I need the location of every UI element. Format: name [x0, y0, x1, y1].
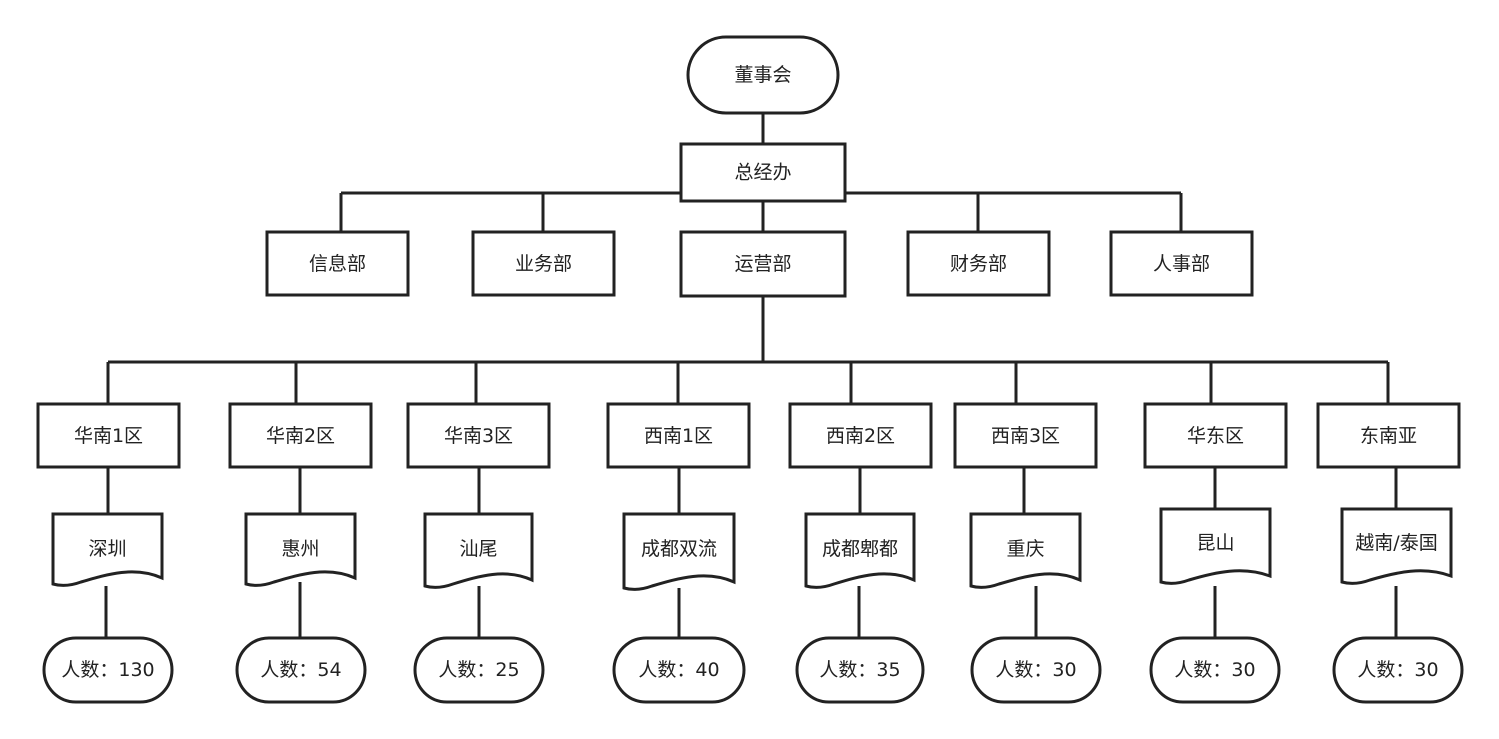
headcount-label: 人数：30: [995, 659, 1076, 681]
board-label: 董事会: [734, 64, 791, 86]
region-node: 华南2区: [228, 402, 373, 469]
headcount-row: 人数：130 人数：54 人数：25 人数：40 人数：35 人数：30 人数：…: [42, 636, 1464, 704]
site-label: 昆山: [1196, 532, 1234, 554]
document-shape: [423, 512, 534, 589]
region-node-shape: [36, 402, 181, 469]
headcount-node-shape: [1332, 636, 1464, 704]
dept-label: 业务部: [515, 253, 572, 275]
document-shape: [1340, 507, 1453, 585]
region-label: 西南3区: [991, 425, 1060, 447]
region-node-shape: [1143, 402, 1288, 469]
board-node: 董事会: [686, 35, 840, 115]
office-label: 总经办: [734, 162, 791, 184]
headcount-node-shape: [413, 636, 545, 704]
region-node-shape: [1316, 402, 1461, 469]
headcount-node: 人数：35: [795, 636, 925, 704]
dept-node-shape: [471, 230, 616, 297]
site-node: 重庆: [969, 512, 1082, 589]
site-label: 汕尾: [459, 538, 497, 560]
dept-label: 运营部: [734, 253, 791, 275]
dept-node: 运营部: [679, 230, 847, 298]
headcount-node: 人数：30: [970, 636, 1102, 704]
headcount-node-shape: [1149, 636, 1281, 704]
headcount-label: 人数：130: [61, 659, 154, 681]
region-node: 西南3区: [953, 402, 1098, 469]
headcount-node: 人数：25: [413, 636, 545, 704]
headcount-label: 人数：35: [819, 659, 900, 681]
region-node-shape: [788, 402, 933, 469]
region-label: 华南3区: [444, 425, 513, 447]
region-label: 西南1区: [644, 425, 713, 447]
department-row: 信息部 业务部 运营部 财务部 人事部: [265, 230, 1254, 298]
office-node: 总经办: [679, 142, 847, 203]
site-label: 深圳: [88, 538, 126, 560]
connectors: [104, 113, 1398, 638]
dept-node-shape: [265, 230, 410, 297]
headcount-node: 人数：40: [612, 636, 746, 704]
site-label: 成都郫都: [822, 538, 898, 560]
site-node: 惠州: [244, 512, 357, 587]
region-node: 华东区: [1143, 402, 1288, 469]
board-node-shape: [686, 35, 840, 115]
site-row: 深圳 惠州 汕尾 成都双流 成都郫都 重庆 昆山 越南/泰国: [51, 507, 1453, 591]
site-node: 深圳: [51, 512, 164, 587]
headcount-label: 人数：30: [1357, 659, 1438, 681]
site-node: 成都郫都: [804, 512, 916, 589]
region-node-shape: [406, 402, 551, 469]
headcount-label: 人数：40: [638, 659, 719, 681]
headcount-node: 人数：130: [42, 636, 174, 704]
dept-node-shape: [906, 230, 1051, 297]
dept-node: 财务部: [906, 230, 1051, 297]
site-node: 昆山: [1159, 507, 1272, 585]
region-node: 西南1区: [606, 402, 751, 469]
region-label: 西南2区: [826, 425, 895, 447]
region-label: 华南2区: [266, 425, 335, 447]
headcount-node: 人数：30: [1332, 636, 1464, 704]
document-shape: [804, 512, 916, 589]
region-label: 华东区: [1187, 425, 1244, 447]
site-node: 成都双流: [622, 512, 736, 591]
office-node-shape: [679, 142, 847, 203]
headcount-label: 人数：54: [260, 659, 341, 681]
region-row: 华南1区 华南2区 华南3区 西南1区 西南2区 西南3区 华东区 东南亚: [36, 402, 1461, 469]
region-node: 东南亚: [1316, 402, 1461, 469]
dept-label: 信息部: [309, 253, 366, 275]
headcount-label: 人数：25: [438, 659, 519, 681]
dept-label: 人事部: [1153, 253, 1210, 275]
headcount-node-shape: [970, 636, 1102, 704]
dept-label: 财务部: [950, 253, 1007, 275]
region-label: 东南亚: [1360, 425, 1417, 447]
dept-node: 业务部: [471, 230, 616, 297]
document-shape: [244, 512, 357, 587]
document-shape: [969, 512, 1082, 589]
headcount-node-shape: [795, 636, 925, 704]
region-node-shape: [228, 402, 373, 469]
dept-node-shape: [679, 230, 847, 298]
headcount-node-shape: [42, 636, 174, 704]
region-label: 华南1区: [74, 425, 143, 447]
headcount-label: 人数：30: [1174, 659, 1255, 681]
headcount-node-shape: [235, 636, 367, 704]
site-node: 越南/泰国: [1340, 507, 1453, 585]
region-node: 华南1区: [36, 402, 181, 469]
dept-node: 信息部: [265, 230, 410, 297]
region-node: 华南3区: [406, 402, 551, 469]
document-shape: [51, 512, 164, 587]
site-label: 惠州: [281, 538, 319, 560]
headcount-node-shape: [612, 636, 746, 704]
site-label: 重庆: [1006, 538, 1044, 560]
site-label: 成都双流: [641, 538, 717, 560]
site-node: 汕尾: [423, 512, 534, 589]
document-shape: [622, 512, 736, 591]
region-node-shape: [953, 402, 1098, 469]
headcount-node: 人数：54: [235, 636, 367, 704]
dept-node: 人事部: [1109, 230, 1254, 297]
site-label: 越南/泰国: [1355, 532, 1437, 554]
dept-node-shape: [1109, 230, 1254, 297]
region-node-shape: [606, 402, 751, 469]
document-shape: [1159, 507, 1272, 585]
headcount-node: 人数：30: [1149, 636, 1281, 704]
region-node: 西南2区: [788, 402, 933, 469]
